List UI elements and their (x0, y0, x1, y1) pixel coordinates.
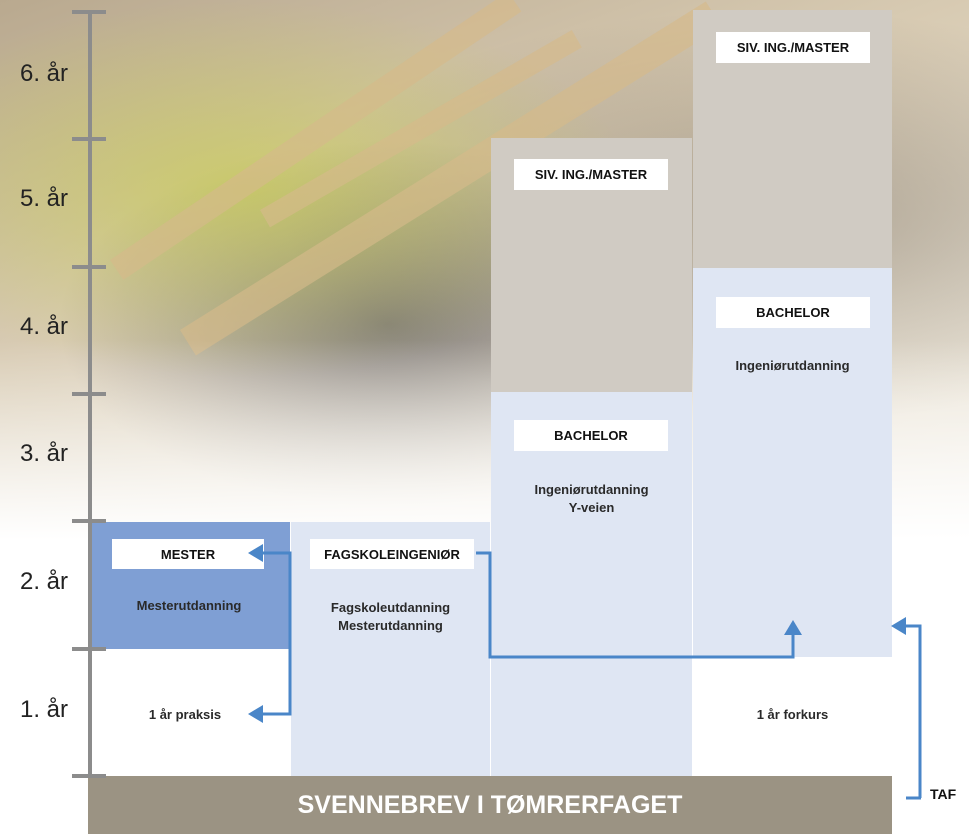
taf-label: TAF (930, 786, 957, 802)
arrow-lines (262, 551, 922, 798)
y-veien-text-line2: Y-veien (568, 500, 615, 515)
bachelor-label-col3: BACHELOR (514, 420, 668, 451)
siv-ing-master-label-col4: SIV. ING./MASTER (716, 32, 870, 63)
arrow-heads (248, 544, 906, 723)
ingeniorutdanning-text-col4: Ingeniørutdanning (735, 358, 850, 373)
arrow-to-bachelor-col4 (784, 620, 802, 635)
siv-ing-master-label-col3: SIV. ING./MASTER (514, 159, 668, 190)
arrow-taf-to-col4 (891, 617, 906, 635)
year-label-1: 1. år (20, 696, 69, 723)
year-label-2: 2. år (20, 568, 69, 595)
year-label-4: 4. år (20, 313, 69, 340)
fagskole-text-line2: Mesterutdanning (338, 618, 443, 633)
forkurs-block (693, 657, 892, 776)
year-label-5: 5. år (20, 185, 69, 212)
forkurs-text: 1 år forkurs (756, 707, 829, 722)
bachelor-block-col3 (491, 392, 692, 776)
year-label-3: 3. år (20, 440, 69, 467)
fagskole-text-line1: Fagskoleutdanning (330, 600, 451, 615)
y-veien-text-line1: Ingeniørutdanning (534, 482, 649, 497)
mester-label: MESTER (112, 539, 264, 569)
svennebrev-bar: SVENNEBREV I TØMRERFAGET (88, 776, 892, 834)
year-axis (72, 10, 106, 778)
bachelor-label-col4: BACHELOR (716, 297, 870, 328)
arrow-to-praksis (248, 705, 263, 723)
year-label-6: 6. år (20, 60, 69, 87)
praksis-text: 1 år praksis (148, 707, 222, 722)
arrow-to-mester (248, 544, 263, 562)
mester-text: Mesterutdanning (136, 598, 242, 613)
fagskoleingenior-label: FAGSKOLEINGENIØR (310, 539, 474, 569)
bachelor-block-col4 (693, 268, 892, 657)
